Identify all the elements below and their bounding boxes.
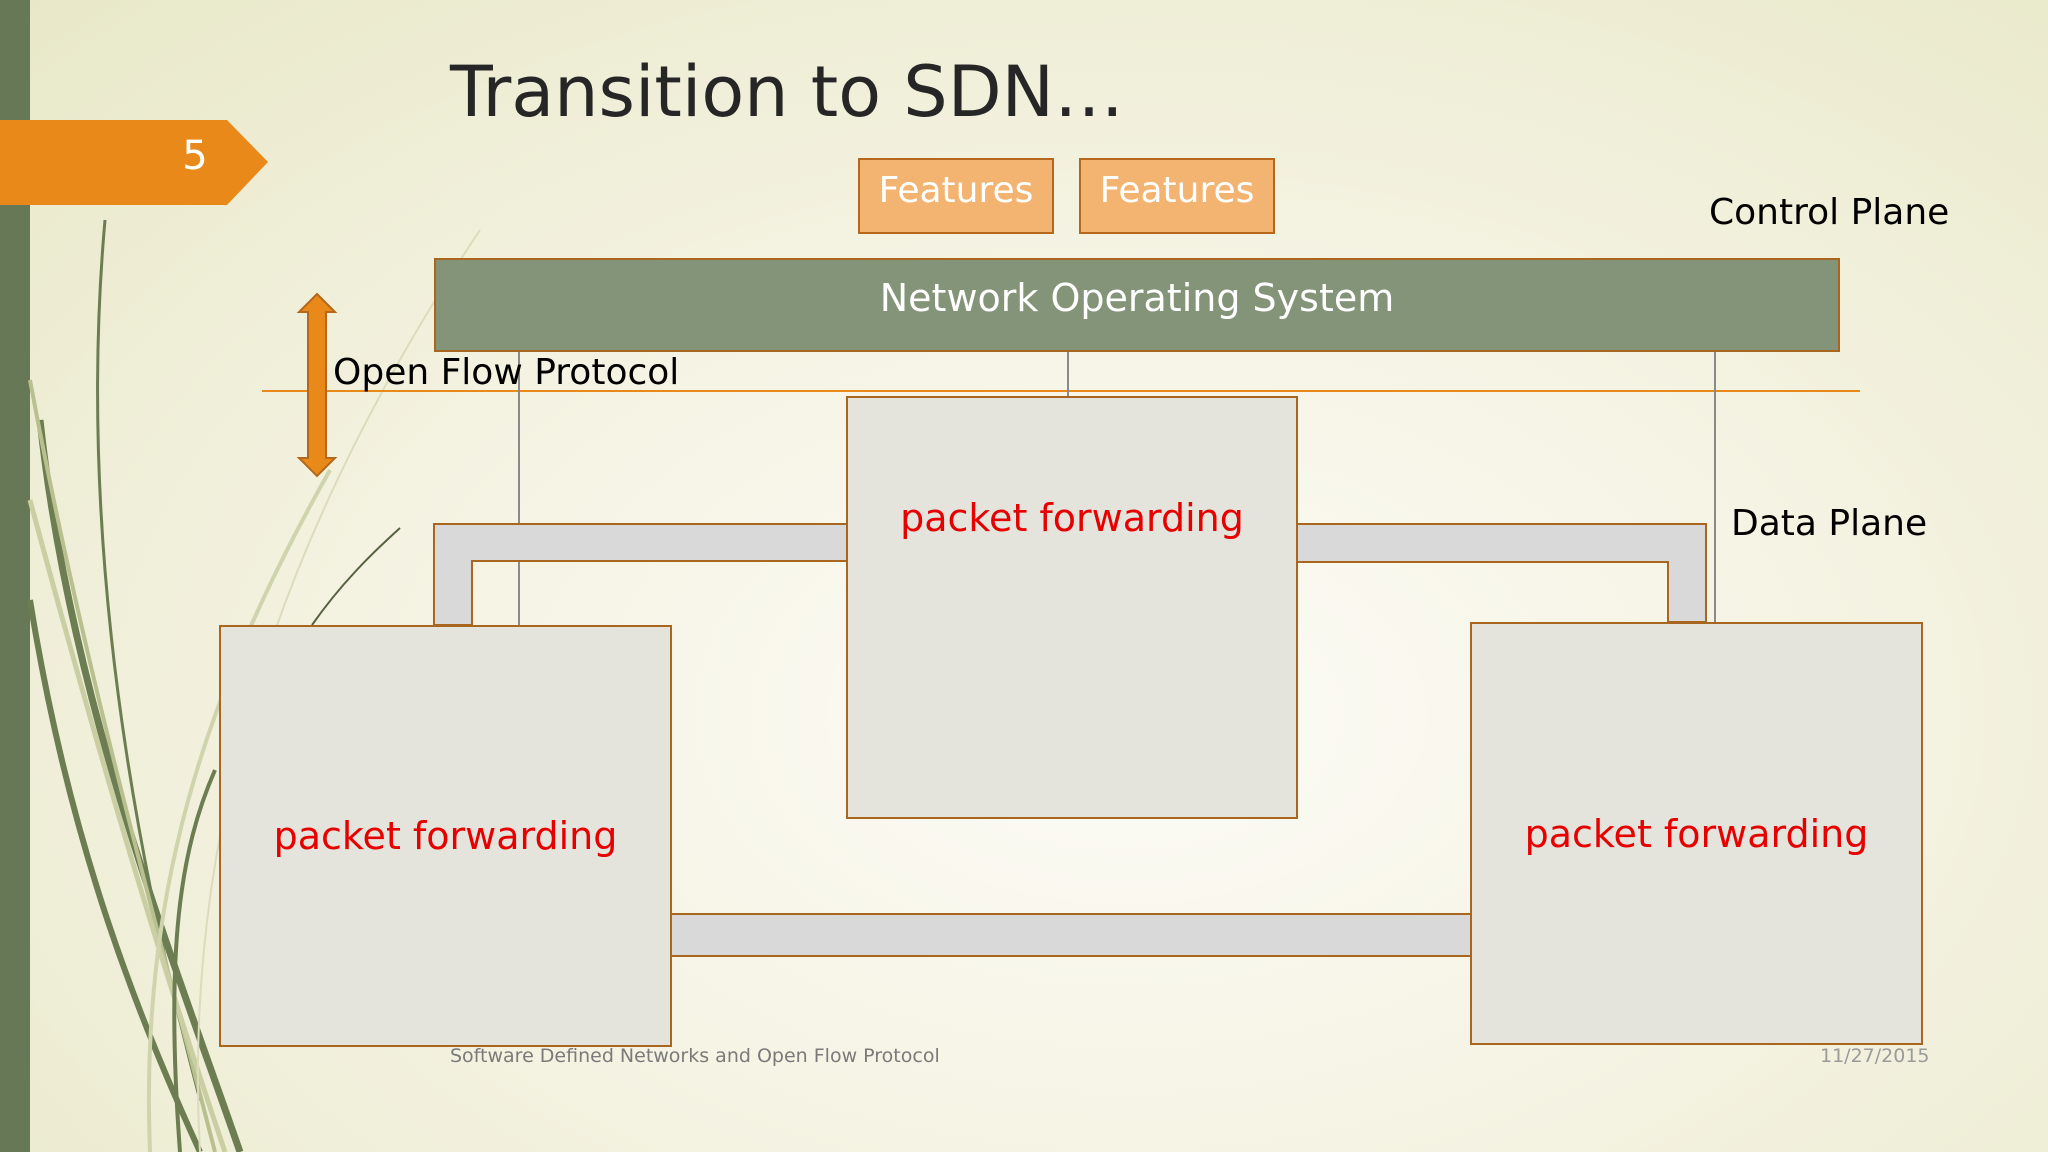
slide-number: 5: [182, 133, 208, 179]
data-link-right: [1296, 523, 1707, 623]
switch-left: packet forwarding: [219, 625, 672, 1047]
control-plane-label: Control Plane: [1709, 192, 1950, 233]
feature-box-2: Features: [1079, 158, 1275, 234]
data-link-left: [433, 523, 848, 626]
data-link-bottom: [670, 913, 1472, 957]
double-arrow-icon: [296, 292, 338, 478]
slide-title: Transition to SDN…: [450, 51, 1124, 133]
switch-right-label: packet forwarding: [1524, 811, 1869, 856]
feature-box-1: Features: [858, 158, 1054, 234]
slide-number-tab: [0, 120, 268, 205]
network-operating-system-bar: Network Operating System: [434, 258, 1840, 352]
decorative-swooshes: [27, 219, 481, 1152]
switch-center: packet forwarding: [846, 396, 1298, 819]
data-plane-label: Data Plane: [1731, 503, 1928, 544]
switch-right: packet forwarding: [1470, 622, 1923, 1045]
switch-center-label: packet forwarding: [900, 495, 1244, 540]
openflow-protocol-label: Open Flow Protocol: [333, 352, 680, 393]
footer-date: 11/27/2015: [1820, 1045, 1930, 1067]
switch-left-label: packet forwarding: [273, 814, 618, 858]
footer-title: Software Defined Networks and Open Flow …: [450, 1045, 940, 1067]
